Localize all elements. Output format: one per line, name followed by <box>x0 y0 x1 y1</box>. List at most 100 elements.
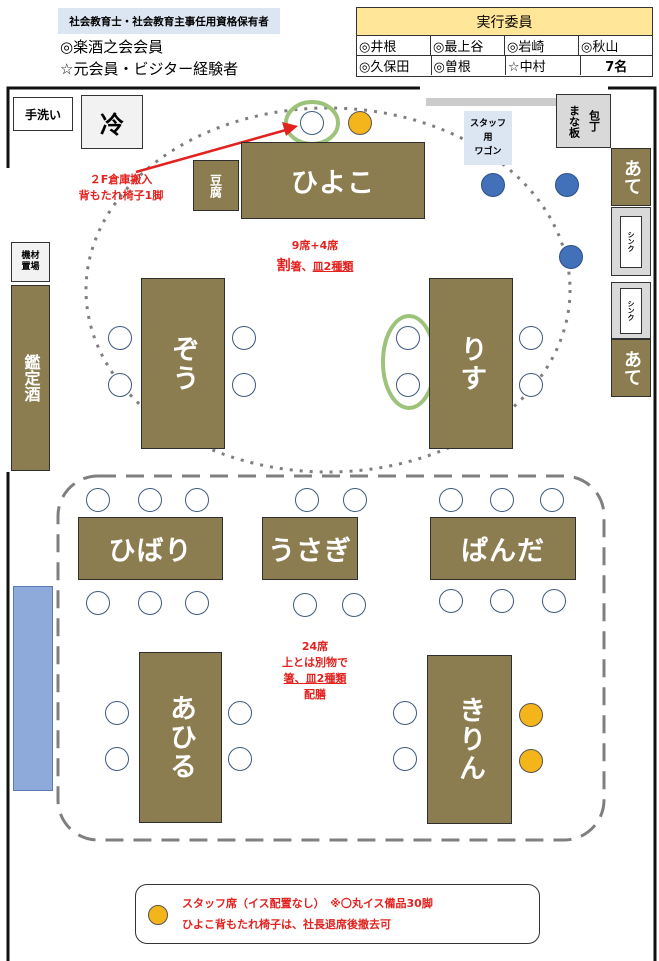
chair-usagi <box>343 488 367 512</box>
upper-seat-note: 9席+4席 割箸、皿2種類 <box>250 238 380 275</box>
chair-hibari <box>138 591 162 615</box>
kanteishu-table: 鑑定酒 <box>11 285 50 471</box>
kanteishu-label: 鑑定酒 <box>21 354 41 402</box>
chair-hibari <box>185 488 209 512</box>
staff-seat <box>519 703 543 727</box>
handwash-label: 手洗い <box>24 107 61 122</box>
table-panda: ぱんだ <box>430 517 576 580</box>
committee-member: ◎秋山 <box>581 40 619 55</box>
chair-panda <box>490 488 514 512</box>
cutting-board-box: まな板 包丁 <box>556 94 611 148</box>
staff-wagon-line2: 用 <box>483 133 493 143</box>
sink-2: シンク <box>611 282 651 339</box>
upper-utensils: 割箸、皿2種類 <box>250 258 380 275</box>
table-hiyoko: ひよこ <box>241 142 425 219</box>
table-risu: りす <box>429 278 513 449</box>
chair-kirin <box>393 701 417 725</box>
tofu-table: 豆腐 <box>193 160 239 211</box>
table-zou: ぞう <box>141 278 225 449</box>
ate-counter-1: あて <box>611 148 651 206</box>
chair-risu <box>519 326 543 350</box>
chair-panda <box>542 589 566 613</box>
move-arrow-head <box>282 122 298 136</box>
chair-blue <box>555 173 579 197</box>
staff-seat-legend-icon <box>148 905 168 925</box>
chair-blue <box>481 173 505 197</box>
staff-wagon-box: スタッフ 用 ワゴン <box>464 111 512 165</box>
legend-box: スタッフ席（イス配置なし） ※〇丸イス備品30脚 ひよこ背もたれ椅子は、社長退席… <box>135 884 540 944</box>
sink-1-label: シンク <box>627 231 635 252</box>
chair-usagi <box>342 593 366 617</box>
staff-wagon-line3: ワゴン <box>474 147 502 157</box>
lower-zone <box>56 474 606 842</box>
chair-ahiru <box>105 747 129 771</box>
committee-count: 7名 <box>605 60 628 75</box>
ate-counter-2: あて <box>611 339 651 397</box>
table-kirin-label: きりん <box>454 696 485 783</box>
lower-note-line3: 箸、皿2種類 <box>283 672 347 685</box>
legend-visitor: ☆元会員・ビジター経験者 <box>60 60 239 78</box>
knife-label: 包丁 <box>587 110 601 132</box>
table-ahiru: あひる <box>139 652 222 823</box>
room-walls <box>6 86 657 961</box>
license-label: 社会教育士・社会教育主事任用資格保有者 <box>58 8 280 34</box>
committee-title: 実行委員 <box>357 8 652 36</box>
chair-zou <box>232 373 256 397</box>
committee-row-2: ◎久保田 ◎曽根 ☆中村 7名 <box>357 56 652 75</box>
chair-blue <box>559 245 583 269</box>
table-usagi-label: うさぎ <box>268 536 352 567</box>
chair-risu <box>396 326 420 350</box>
lower-note-line4: 配膳 <box>304 688 326 701</box>
upper-zone <box>84 106 572 474</box>
ate-label-1: あて <box>621 159 642 195</box>
upper-seat-count: 9席+4席 <box>291 239 339 252</box>
chair-panda <box>490 589 514 613</box>
sink-1-basin: シンク <box>620 215 642 268</box>
staff-wagon-line1: スタッフ <box>469 119 506 129</box>
committee-member: ◎最上谷 <box>431 36 505 55</box>
committee-member: ◎曽根 <box>432 56 506 75</box>
handwash-box: 手洗い <box>13 97 73 131</box>
lower-seat-count: 24席 <box>301 640 329 653</box>
legend-line-2: ひよこ背もたれ椅子は、社長退席後撤去可 <box>182 918 391 931</box>
chair-risu <box>396 373 420 397</box>
staff-seat <box>519 749 543 773</box>
legend-member: ◎楽酒之会会員 <box>60 38 164 56</box>
chair-ahiru <box>228 701 252 725</box>
license-label-text: 社会教育士・社会教育主事任用資格保有者 <box>69 15 269 28</box>
sink-1: シンク <box>611 207 651 276</box>
chair-panda <box>540 488 564 512</box>
refrigerator-label: 冷 <box>100 110 124 139</box>
door-gap <box>426 98 556 106</box>
committee-member: ◎久保田 <box>357 56 432 75</box>
upper-hashi: 箸、 <box>290 260 313 273</box>
chair-panda <box>439 589 463 613</box>
chair-hiyoko-backrest <box>300 111 324 135</box>
move-note: ２F倉庫搬入 背もたれ椅子1脚 <box>56 172 186 204</box>
committee-member: ◎井根 <box>357 36 431 55</box>
chair-zou <box>108 326 132 350</box>
table-zou-label: ぞう <box>167 334 199 393</box>
move-note-line1: ２F倉庫搬入 <box>89 173 153 186</box>
chair-usagi <box>295 488 319 512</box>
chair-hibari <box>185 591 209 615</box>
table-usagi: うさぎ <box>262 517 358 580</box>
committee-table: 実行委員 ◎井根 ◎最上谷 ◎岩崎 ◎秋山 ◎久保田 ◎曽根 ☆中村 7名 <box>356 7 653 77</box>
chair-hibari <box>86 488 110 512</box>
ate-label-2: あて <box>621 350 642 386</box>
upper-plates: 皿2種類 <box>312 260 354 273</box>
tofu-label: 豆腐 <box>208 173 223 198</box>
chair-kirin <box>393 747 417 771</box>
sink-2-label: シンク <box>627 300 635 321</box>
chair-risu <box>519 373 543 397</box>
chair-ahiru <box>105 701 129 725</box>
chair-panda <box>439 488 463 512</box>
chair-ahiru <box>228 747 252 771</box>
refrigerator-box: 冷 <box>81 95 143 149</box>
table-panda-label: ぱんだ <box>461 536 545 567</box>
table-hiyoko-label: ひよこ <box>291 168 375 199</box>
table-risu-label: りす <box>455 334 487 393</box>
blue-counter <box>13 586 53 791</box>
chair-hibari <box>138 488 162 512</box>
